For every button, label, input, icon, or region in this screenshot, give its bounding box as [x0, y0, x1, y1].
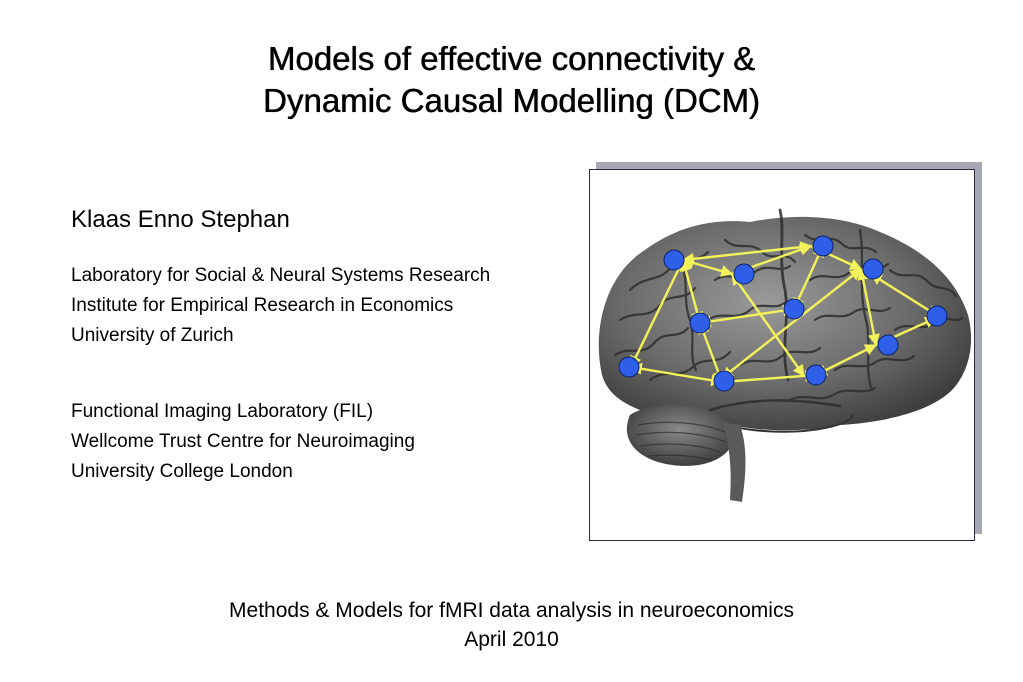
node [713, 370, 735, 392]
node [663, 249, 685, 271]
node [733, 263, 755, 285]
brain-region-nodes [618, 235, 948, 392]
node [783, 298, 805, 320]
affiliation-line: Institute for Empirical Research in Econ… [71, 295, 454, 316]
connectivity-arrows [629, 241, 940, 388]
brain-network-figure [589, 169, 975, 541]
affiliation-block-london: Functional Imaging Laboratory (FIL) Well… [71, 402, 415, 492]
node [805, 364, 827, 386]
node [812, 235, 834, 257]
node [877, 334, 899, 356]
brain-network-illustration [598, 208, 972, 502]
affiliation-block-zurich: Laboratory for Social & Neural Systems R… [71, 266, 511, 356]
slide-title: Models of effective connectivity & Dynam… [0, 38, 1023, 122]
author-name: Klaas Enno Stephan [71, 206, 290, 233]
affiliation-line: Functional Imaging Laboratory (FIL) [71, 401, 374, 422]
node [926, 305, 948, 327]
cerebellum [626, 405, 733, 466]
affiliation-line: University of Zurich [71, 325, 234, 346]
affiliation-line: Laboratory for Social & Neural Systems R… [71, 265, 491, 286]
footer-event: Methods & Models for fMRI data analysis … [229, 599, 794, 622]
node [862, 258, 884, 280]
affiliation-line: University College London [71, 461, 293, 482]
node [618, 356, 640, 378]
slide-footer: Methods & Models for fMRI data analysis … [0, 596, 1023, 654]
affiliation-line: Wellcome Trust Centre for Neuroimaging [71, 431, 415, 452]
node [689, 312, 711, 334]
title-line-2: Dynamic Causal Modelling (DCM) [263, 82, 760, 119]
footer-date: April 2010 [464, 628, 559, 651]
title-line-1: Models of effective connectivity & [267, 40, 756, 77]
brain-stem [722, 422, 746, 502]
